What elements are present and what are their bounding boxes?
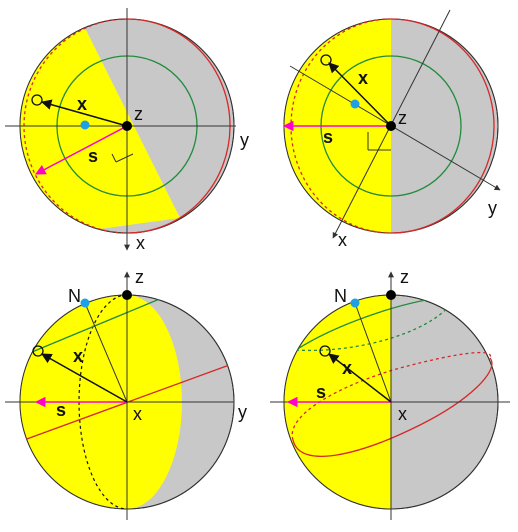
equator-solid xyxy=(390,18,495,234)
label-vec-s: s xyxy=(323,127,333,147)
label-vec-s: s xyxy=(316,382,326,402)
label-axis-x: x xyxy=(136,233,145,253)
right-angle-a xyxy=(111,153,117,163)
vector-x xyxy=(328,62,392,127)
panel-bottom-right: N x s z x xyxy=(270,267,510,520)
panel-top-left: x s z y x xyxy=(5,8,249,253)
label-vec-s: s xyxy=(56,400,66,420)
lit-hemisphere xyxy=(20,19,180,233)
label-axis-z: z xyxy=(135,267,144,287)
label-vec-x: x xyxy=(358,68,368,88)
label-vec-x: x xyxy=(77,94,87,114)
label-north: N xyxy=(68,286,81,306)
terminator-circle xyxy=(31,297,163,353)
label-axis-x: x xyxy=(338,230,347,250)
panel-top-right: x s z y x xyxy=(282,9,501,250)
right-angle-b xyxy=(115,153,134,163)
equator-solid xyxy=(292,357,493,458)
label-axis-y: y xyxy=(488,198,497,218)
meridian-line xyxy=(354,302,392,403)
label-axis-x: x xyxy=(398,404,407,424)
meridian-line xyxy=(84,302,128,403)
north-dot xyxy=(350,99,360,109)
point-x-circle xyxy=(319,345,331,357)
label-axis-y: y xyxy=(238,402,247,422)
label-north: N xyxy=(334,286,347,306)
label-axis-z: z xyxy=(400,267,409,287)
vector-x xyxy=(41,353,128,403)
pole-dot xyxy=(122,290,132,300)
pole-dot xyxy=(386,290,396,300)
label-vec-s: s xyxy=(88,146,98,166)
point-x-circle xyxy=(31,94,43,106)
north-dot xyxy=(350,298,360,308)
vector-x xyxy=(328,353,392,403)
panel-bottom-left: N x s z y x xyxy=(5,267,247,520)
north-dot xyxy=(80,298,90,308)
vector-x xyxy=(40,99,128,127)
north-dot xyxy=(80,120,90,130)
vector-s xyxy=(35,125,128,175)
point-x-circle xyxy=(320,54,332,66)
label-axis-y: y xyxy=(240,130,249,150)
origin-dot xyxy=(122,121,132,131)
label-axis-z: z xyxy=(398,108,407,128)
origin-dot xyxy=(386,121,396,131)
label-axis-x: x xyxy=(133,404,142,424)
point-x-circle xyxy=(32,345,44,357)
label-vec-x: x xyxy=(73,346,83,366)
label-vec-x: x xyxy=(342,358,352,378)
equator-dashed xyxy=(291,351,492,441)
label-axis-z: z xyxy=(134,104,143,124)
